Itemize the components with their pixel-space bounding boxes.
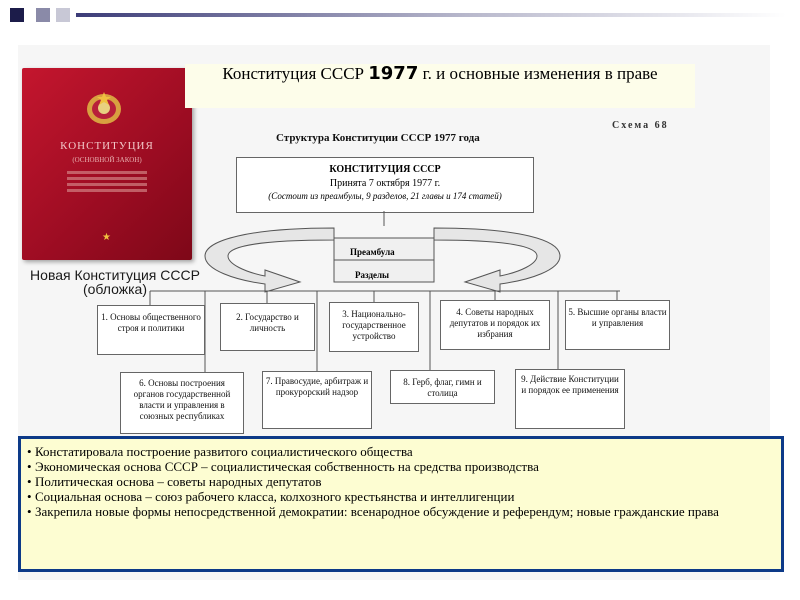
- section-box-3: 3. Национально-государственное устройств…: [329, 302, 419, 352]
- left-curved-arrow: [204, 227, 335, 293]
- summary-item: Закрепила новые формы непосредственной д…: [27, 504, 775, 519]
- header-square-light: [56, 8, 70, 22]
- preamble-label: Преамбула: [350, 247, 395, 257]
- star-icon: ★: [102, 232, 111, 243]
- section-box-8: 8. Герб, флаг, гимн и столица: [390, 370, 495, 404]
- book-cover-subtitle: (ОСНОВНОЙ ЗАКОН): [72, 156, 142, 164]
- structure-title: Структура Конституции СССР 1977 года: [276, 132, 480, 144]
- summary-box: Констатировала построение развитого соци…: [18, 436, 784, 572]
- summary-item: Констатировала построение развитого соци…: [27, 444, 775, 459]
- main-box-adopted: Принята 7 октября 1977 г.: [329, 178, 441, 189]
- constitution-main-box: КОНСТИТУЦИЯ СССР Принята 7 октября 1977 …: [236, 157, 534, 213]
- title-text-end: г. и основные изменения в праве: [418, 64, 658, 83]
- section-box-5: 5. Высшие органы власти и управления: [565, 300, 670, 350]
- section-box-4: 4. Советы народных депутатов и порядок и…: [440, 300, 550, 350]
- title-year: 1977: [368, 63, 419, 84]
- soviet-emblem-icon: [87, 92, 121, 124]
- section-box-2: 2. Государство и личность: [220, 303, 315, 351]
- slide-title: Конституция СССР 1977 г. и основные изме…: [185, 64, 695, 108]
- right-curved-arrow: [433, 227, 561, 293]
- main-box-title: КОНСТИТУЦИЯ СССР: [329, 164, 441, 175]
- header-gradient-bar: [76, 13, 786, 17]
- schema-label: Схема 68: [612, 120, 669, 131]
- section-box-1: 1. Основы общественного строя и политики: [97, 305, 205, 355]
- book-cover-text-lines: [67, 168, 147, 195]
- section-box-7: 7. Правосудие, арбитраж и прокурорский н…: [262, 371, 372, 429]
- header-square-dark: [10, 8, 24, 22]
- book-caption: Новая Конституция СССР (обложка): [30, 267, 200, 297]
- section-box-9: 9. Действие Конституции и порядок ее при…: [515, 369, 625, 429]
- sections-label: Разделы: [355, 270, 390, 280]
- constitution-book-cover: КОНСТИТУЦИЯ (ОСНОВНОЙ ЗАКОН) ★: [22, 68, 192, 260]
- summary-item: Политическая основа – советы народных де…: [27, 474, 775, 489]
- section-box-6: 6. Основы построения органов государстве…: [120, 372, 244, 434]
- title-text-start: Конституция СССР: [222, 64, 369, 83]
- summary-item: Экономическая основа СССР – социалистиче…: [27, 459, 775, 474]
- main-box-composition: (Состоит из преамбулы, 9 разделов, 21 гл…: [268, 191, 502, 201]
- header-square-mid: [36, 8, 50, 22]
- book-cover-title: КОНСТИТУЦИЯ: [60, 140, 154, 152]
- summary-list: Констатировала построение развитого соци…: [27, 444, 775, 519]
- sections-block: [333, 259, 435, 283]
- summary-item: Социальная основа – союз рабочего класса…: [27, 489, 775, 504]
